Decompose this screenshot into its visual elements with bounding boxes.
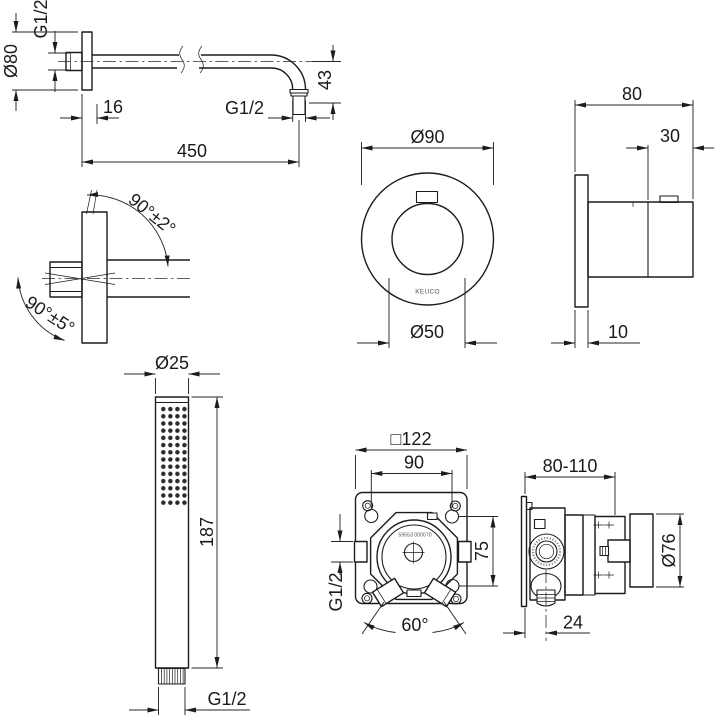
dim-hand-shower-length: 187 — [197, 517, 217, 547]
dim-valve-plate-size: □122 — [391, 429, 432, 449]
dim-arm-flange-offset: 16 — [103, 97, 123, 117]
trim-body-side — [587, 201, 694, 278]
arm-angle-tolerance-view: 90°±2° 90°±5° — [16, 189, 190, 344]
dim-trim-plate-depth: 10 — [608, 322, 628, 342]
dim-trim-knob-dia: Ø50 — [410, 322, 444, 342]
dim-arm-flange-dia: Ø80 — [1, 44, 21, 78]
valve-bottom-right-port — [423, 577, 457, 608]
dim-trim-total-depth: 80 — [622, 84, 642, 104]
arm-tube — [92, 54, 272, 69]
concealed-valve-front-view: 59553 000070 □122 90 75 G1/2 60° — [326, 429, 498, 635]
dim-arm-wall-thread: G1/2 — [31, 0, 51, 39]
dim-arm-length: 450 — [177, 141, 207, 161]
thermostat-trim-front-view: KEUCO Ø90 Ø50 — [357, 127, 497, 348]
hand-shower-thread — [157, 667, 186, 685]
brand-mark: KEUCO — [415, 289, 440, 296]
valve-plaster-shield — [520, 495, 528, 608]
dim-angle-upper-tolerance: 90°±2° — [125, 189, 180, 239]
dim-valve-port-angle: 60° — [401, 615, 428, 635]
dim-arm-outlet-thread: G1/2 — [225, 98, 264, 118]
dim-valve-port-offset: 24 — [563, 613, 583, 633]
dim-valve-port-thread: G1/2 — [326, 572, 346, 611]
break-lines — [179, 45, 204, 74]
arm-outlet-stub — [292, 96, 306, 116]
trim-rosette — [360, 172, 495, 306]
spray-face — [159, 405, 188, 507]
dim-arm-outlet-drop: 43 — [315, 70, 335, 90]
valve-right-port — [457, 540, 472, 563]
dim-trim-knob-depth: 30 — [660, 126, 680, 146]
part-number: 59553 000070 — [398, 533, 431, 539]
dim-hand-shower-thread: G1/2 — [207, 689, 246, 709]
valve-bottom-left-port — [371, 577, 405, 608]
dim-angle-lower-tolerance: 90°±5° — [22, 292, 78, 338]
shower-arm-side-view: Ø80 G1/2 16 G1/2 450 43 — [1, 0, 341, 167]
trim-plate-side — [574, 174, 589, 308]
thermostat-trim-side-view: 80 30 10 — [551, 84, 714, 348]
valve-housing-octagon — [369, 511, 459, 601]
arm-wall-flange — [81, 31, 93, 91]
trim-grip-side — [659, 195, 679, 204]
dim-hand-shower-dia: Ø25 — [155, 353, 189, 373]
dim-valve-port-height: 75 — [472, 541, 492, 561]
tolerance-wedges — [44, 189, 116, 285]
dim-trim-outer-dia: Ø90 — [410, 127, 444, 147]
dim-valve-body-dia: Ø76 — [659, 533, 679, 567]
hand-shower-view: Ø25 187 G1/2 — [124, 353, 250, 715]
valve-end-cap — [629, 513, 654, 588]
valve-dial — [528, 533, 565, 570]
valve-cartridge-section — [564, 514, 584, 596]
valve-stem-box — [607, 539, 631, 563]
trim-knob — [391, 202, 464, 276]
dim-valve-install-depth: 80-110 — [543, 456, 598, 476]
concealed-valve-side-view: 80-110 Ø76 24 — [503, 456, 684, 641]
mounting-holes — [363, 508, 460, 594]
trim-knob-grip — [415, 190, 439, 204]
valve-left-port — [353, 540, 368, 563]
arm-bend — [270, 54, 307, 90]
dim-valve-hole-spacing: 90 — [404, 453, 424, 473]
